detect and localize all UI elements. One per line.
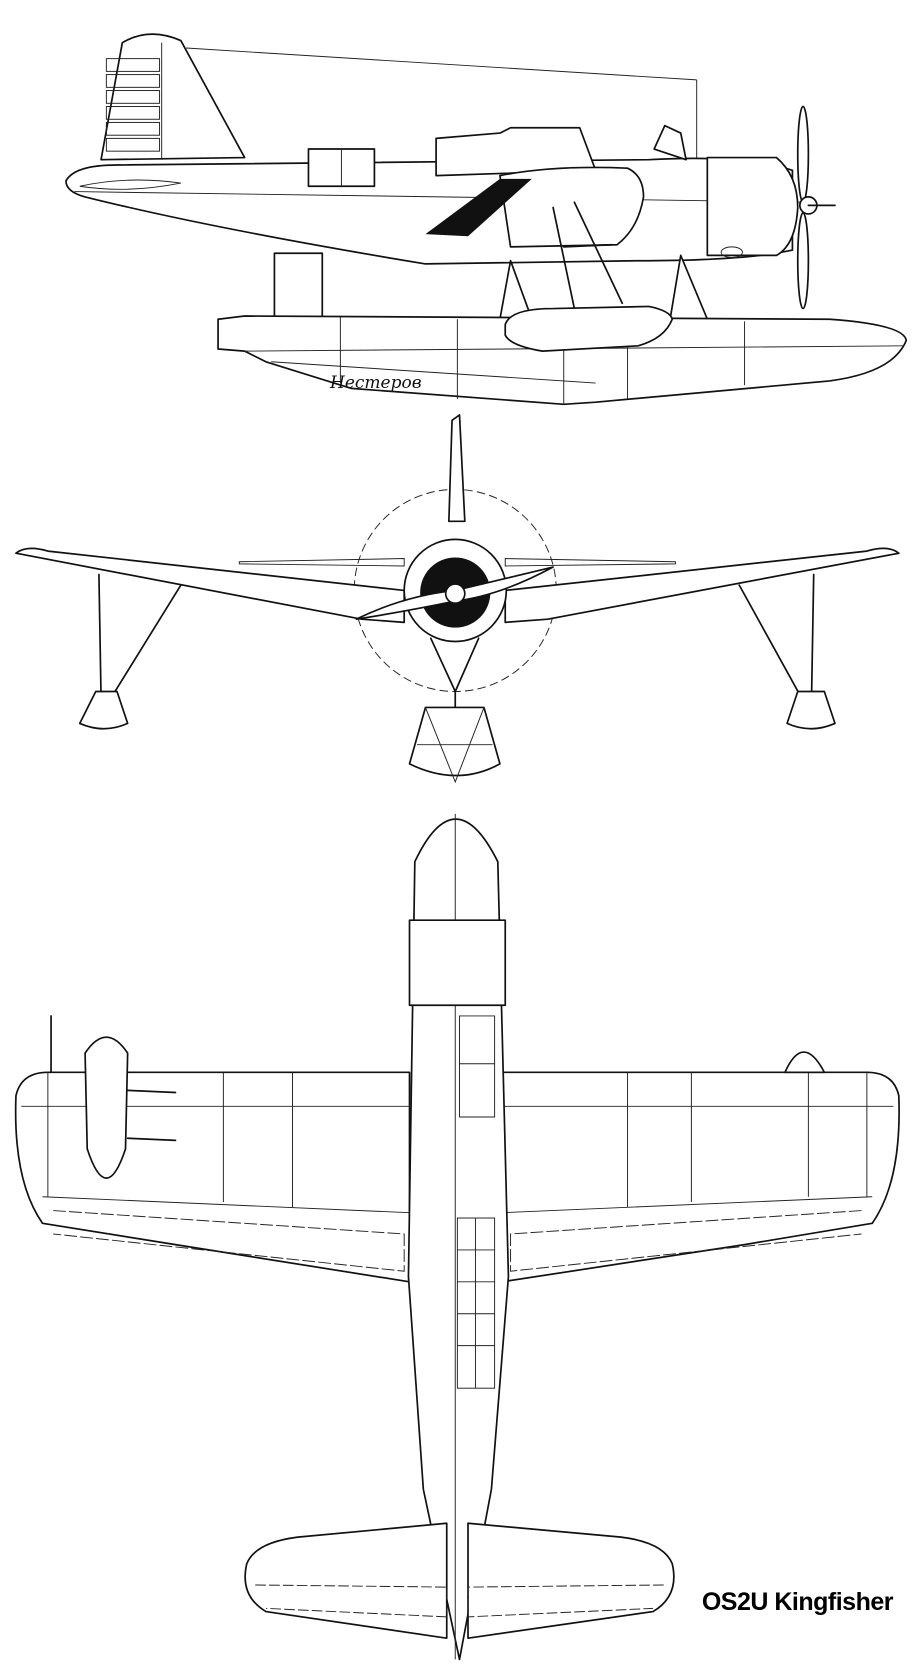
top-view xyxy=(14,813,900,1661)
drawing-title: OS2U Kingfisher xyxy=(701,1588,894,1616)
side-view xyxy=(65,33,908,406)
front-view xyxy=(15,414,900,784)
artist-signature: Нестеров xyxy=(330,373,422,393)
